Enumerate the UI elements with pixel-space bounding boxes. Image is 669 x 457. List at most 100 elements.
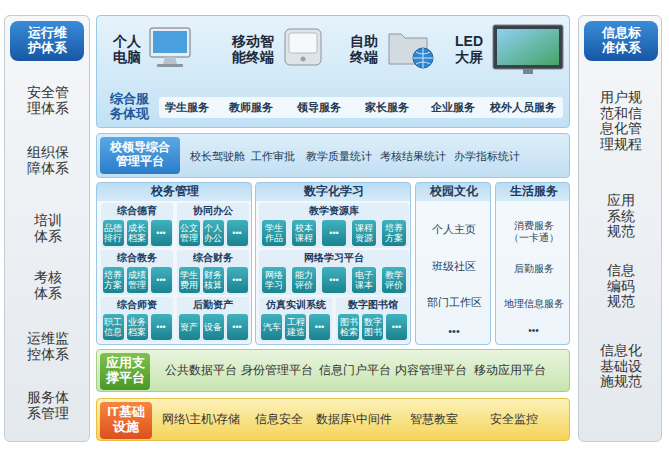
label-text: 培训体系 xyxy=(33,213,63,244)
globe-lines xyxy=(413,48,433,68)
function-button: 培养方案 xyxy=(103,267,124,293)
function-button: 图书检索 xyxy=(338,314,359,340)
label-text: 网络\主机\存储 xyxy=(162,413,241,427)
label-text: 应用系统规范 xyxy=(606,193,636,240)
function-button: ••• xyxy=(151,267,172,293)
label-text: 设备 xyxy=(204,322,223,332)
label-text: 能力评价 xyxy=(293,270,315,291)
device-body xyxy=(285,29,321,65)
band-tab: 校领导综合管理平台 xyxy=(100,137,180,174)
function-button: 设备 xyxy=(203,314,224,340)
function-button: 资产 xyxy=(179,314,200,340)
monitor-base xyxy=(157,64,183,67)
label-text: 校外人员服务 xyxy=(490,101,556,114)
label-text: 个人电脑 xyxy=(111,33,143,65)
module-group: 网络学习能力评价•••电子课本教学评价网络学习平台 xyxy=(259,250,409,295)
function-button: 电子课本 xyxy=(352,267,376,293)
label-text: 教学评价 xyxy=(383,270,405,291)
label-text: 安全监控 xyxy=(490,413,538,427)
label-text: 智慧教室 xyxy=(410,413,458,427)
label-text: 工程建造 xyxy=(286,317,305,338)
function-button: 汽车 xyxy=(261,314,282,340)
label-text: 办学指标统计 xyxy=(454,150,520,163)
side-panel: 运行维护体系安全管理体系组织保障体系培训体系考核体系运维监控体系服务体系管理 xyxy=(4,15,90,442)
label-text: ••• xyxy=(528,325,539,337)
label-text: 运维监控体系 xyxy=(26,331,70,362)
label-text: ••• xyxy=(152,275,171,285)
module-panel: 学生作品校本课程•••课程资源培养方案教学资源库网络学习能力评价•••电子课本教… xyxy=(255,182,411,345)
label-text: 数字图书 xyxy=(363,317,382,338)
label-text: 职工信息 xyxy=(104,317,123,338)
label-text: 信息标准体系 xyxy=(600,26,642,56)
label-text: 培养方案 xyxy=(104,270,123,291)
device-screen xyxy=(289,33,317,53)
label-text: ••• xyxy=(387,322,406,332)
screen-face xyxy=(497,29,559,65)
function-button: 数字图书 xyxy=(362,314,383,340)
function-button: 能力评价 xyxy=(292,267,316,293)
screen-frame xyxy=(493,25,563,69)
function-button: 课程资源 xyxy=(352,220,376,246)
module-group: 图书检索数字图书•••数字图书馆 xyxy=(336,297,409,342)
globe-shape xyxy=(413,48,433,68)
module-panel: 校园文化个人主页班级社区部门工作区••• xyxy=(415,182,491,345)
module-group: 学生费用财务核算•••综合财务 xyxy=(177,250,249,295)
device-button xyxy=(301,57,306,62)
function-button: 品德排行 xyxy=(103,220,124,246)
service-band: 个人电脑移动智能终端自助终端LED大屏综合服务体现学生服务教师服务领导服务家长服… xyxy=(96,15,570,128)
label-text: 网络学习平台 xyxy=(304,252,364,264)
function-button: ••• xyxy=(322,220,346,246)
module-group: 资产设备•••后勤资产 xyxy=(177,297,249,342)
label-text: 部门工作区 xyxy=(427,296,482,309)
label-text: 个人主页 xyxy=(432,223,476,236)
panel-header: 信息标准体系 xyxy=(584,21,658,61)
module-group: 品德排行成长档案•••综合德育 xyxy=(101,203,173,248)
label-text: 后勤服务 xyxy=(514,263,554,275)
label-text: 用户规范和信息化管理规程 xyxy=(599,90,643,152)
label-text: 移动智能终端 xyxy=(231,33,275,65)
label-text: ••• xyxy=(228,228,247,238)
label-text: 学生服务 xyxy=(165,101,209,114)
label-text: ••• xyxy=(228,322,247,332)
label-text: 课程资源 xyxy=(353,223,375,244)
label-text: 校领导综合管理平台 xyxy=(109,141,171,169)
label-text: 成长档案 xyxy=(128,223,147,244)
label-text: 财务核算 xyxy=(204,270,223,291)
label-text: 培养方案 xyxy=(383,223,405,244)
label-text: 学生作品 xyxy=(263,223,285,244)
function-button: 学生费用 xyxy=(179,267,200,293)
label-text: 信息化基础设施规范 xyxy=(599,343,643,390)
function-button: 公文管理 xyxy=(179,220,200,246)
label-text: 综合师资 xyxy=(117,299,157,311)
led-screen-icon xyxy=(493,25,563,74)
label-text: 工作审批 xyxy=(251,150,295,163)
label-text: 班级社区 xyxy=(432,260,476,273)
label-text: 考核结果统计 xyxy=(380,150,446,163)
label-text: 数字化学习 xyxy=(304,185,364,199)
function-button: 成绩管理 xyxy=(127,267,148,293)
label-text: 学生费用 xyxy=(180,270,199,291)
label-text: 网络学习 xyxy=(263,270,285,291)
module-group: 汽车工程建造 ••• 仿真实训系统 xyxy=(259,297,332,342)
label-text: 企业服务 xyxy=(431,101,475,114)
label-text: 身份管理平台 xyxy=(241,364,313,378)
function-button: ••• xyxy=(151,314,172,340)
function-button: 学生作品 xyxy=(262,220,286,246)
folder-shape xyxy=(389,34,427,64)
label-text: 内容管理平台 xyxy=(395,364,467,378)
label-text: ••• xyxy=(152,322,171,332)
function-button: 教学评价 xyxy=(382,267,406,293)
label-text: 仿真实训系统 xyxy=(266,299,326,311)
label-text: 综合财务 xyxy=(193,252,233,264)
label-text: 校本课程 xyxy=(293,223,315,244)
screen-stand xyxy=(523,69,533,74)
label-text: 应用支撑平台 xyxy=(104,356,146,386)
label-text: ••• xyxy=(310,322,329,332)
label-text: 电子课本 xyxy=(353,270,375,291)
function-button: 网络学习 xyxy=(262,267,286,293)
label-text: 地理信息服务 xyxy=(504,298,564,310)
band-tab: 应用支撑平台 xyxy=(100,353,150,390)
label-text: ••• xyxy=(152,228,171,238)
label-text: 校园文化 xyxy=(430,185,478,199)
